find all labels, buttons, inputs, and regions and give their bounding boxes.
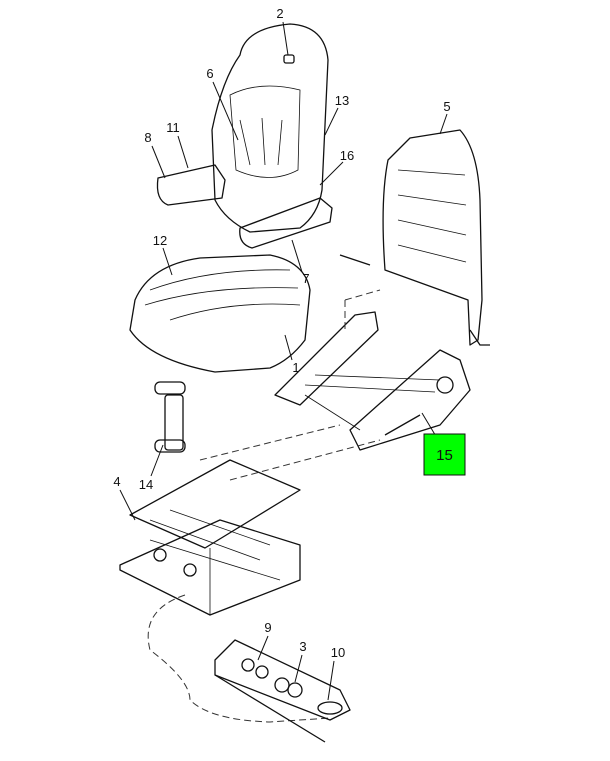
callout-13[interactable]: 13 bbox=[335, 93, 349, 108]
callout-11[interactable]: 11 bbox=[166, 120, 180, 135]
seat-back-part[interactable] bbox=[211, 23, 329, 233]
callout-15-highlight[interactable]: 15 bbox=[423, 433, 466, 476]
suspension-base-part[interactable] bbox=[119, 459, 301, 616]
callout-3[interactable]: 3 bbox=[299, 639, 306, 654]
callout-8[interactable]: 8 bbox=[144, 130, 151, 145]
callout-9[interactable]: 9 bbox=[264, 620, 271, 635]
callout-5[interactable]: 5 bbox=[443, 99, 450, 114]
callout-16[interactable]: 16 bbox=[340, 148, 354, 163]
armrest-right-part[interactable] bbox=[239, 197, 333, 249]
callout-6[interactable]: 6 bbox=[206, 66, 213, 81]
backrest-frame-part[interactable] bbox=[339, 129, 490, 346]
armrest-left-part[interactable] bbox=[156, 164, 226, 206]
callout-7[interactable]: 7 bbox=[302, 271, 309, 286]
callout-2[interactable]: 2 bbox=[276, 6, 283, 21]
leader-lines bbox=[119, 21, 448, 701]
shock-absorber-part[interactable] bbox=[154, 381, 186, 453]
callout-12[interactable]: 12 bbox=[153, 233, 167, 248]
control-panel-part[interactable] bbox=[214, 639, 351, 743]
seat-cushion-part[interactable] bbox=[129, 254, 311, 373]
callout-4[interactable]: 4 bbox=[113, 474, 120, 489]
callout-15[interactable]: 15 bbox=[436, 447, 453, 464]
seat-track-part[interactable] bbox=[274, 311, 471, 451]
callout-1[interactable]: 1 bbox=[292, 360, 299, 375]
callout-14[interactable]: 14 bbox=[139, 477, 153, 492]
highlight-box bbox=[423, 433, 466, 476]
callout-10[interactable]: 10 bbox=[331, 645, 345, 660]
callout-labels: 2 6 13 11 8 16 5 12 7 1 14 4 9 3 10 bbox=[113, 6, 450, 660]
